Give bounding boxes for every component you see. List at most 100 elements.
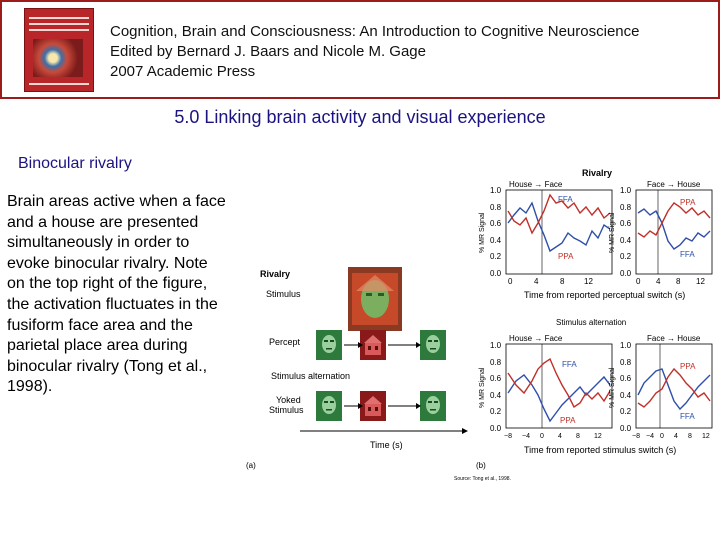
body-line: binocular rivalry (Tong et al.,	[7, 357, 208, 375]
legend-face-house: Face → House	[647, 180, 701, 189]
slide-title: 5.0 Linking brain activity and visual ex…	[174, 107, 546, 127]
y-tick: 1.0	[620, 186, 632, 195]
x-tick: 4	[656, 277, 661, 286]
y-tick: 0.0	[620, 269, 632, 278]
label-ppa: PPA	[680, 362, 696, 371]
panel-b-bottom-title: Stimulus alternation	[556, 318, 626, 327]
header-editors: Edited by Bernard J. Baars and Nicole M.…	[110, 43, 426, 60]
y-axis-label: % MR Signal	[609, 212, 616, 253]
body-line: Brain areas active when a face	[7, 193, 226, 210]
rivalry-figure: Rivalry Stimulus Percept Stimulus altern…	[246, 168, 713, 482]
label-ffa: FFA	[558, 195, 573, 204]
figure-source: Source: Tong et al., 1998.	[454, 476, 511, 482]
panel-b-label: (b)	[476, 461, 486, 470]
x-tick: 8	[676, 277, 681, 286]
y-tick: 0.2	[620, 407, 632, 416]
header-citation: Cognition, Brain and Consciousness: An I…	[110, 22, 639, 82]
legend-face-house: Face → House	[647, 334, 701, 343]
y-axis-label: % MR Signal	[609, 367, 616, 408]
plot-bottom-left: 1.0 0.8 0.6 0.4 0.2 0.0 % MR Signal Hous…	[479, 334, 613, 440]
plot-top-right: 1.0 0.8 0.6 0.4 0.2 0.0 % MR Signal Face…	[609, 180, 713, 286]
series-ffa-line	[637, 368, 711, 411]
percept-face-image	[420, 330, 446, 360]
label-ppa: PPA	[560, 416, 576, 425]
y-tick: 0.0	[620, 424, 632, 433]
body-line: 1998).	[7, 378, 53, 396]
series-ffa-line	[637, 208, 711, 250]
yoked-face-image	[420, 391, 446, 421]
y-axis-label: % MR Signal	[479, 367, 486, 408]
time-axis-label: Time (s)	[370, 440, 403, 450]
book-cover-image	[24, 8, 94, 92]
x-tick: 4	[534, 277, 539, 286]
fused-stimulus-image	[348, 267, 402, 331]
series-ppa-line	[507, 193, 611, 235]
header-publisher: 2007 Academic Press	[110, 63, 256, 80]
y-tick: 0.6	[620, 374, 632, 383]
x-tick: 8	[688, 433, 692, 440]
body-line: on the top right of the figure,	[7, 275, 208, 293]
x-tick: 12	[702, 433, 710, 440]
y-tick: 0.4	[490, 391, 502, 400]
body-paragraph: Brain areas active when a face and a hou…	[7, 192, 253, 398]
row-label-stimulus: Stimulus	[266, 289, 301, 299]
label-ffa: FFA	[562, 360, 577, 369]
x-tick: 0	[540, 433, 544, 440]
panel-a-label: (a)	[246, 461, 256, 470]
body-line: evoke binocular rivalry. Note	[7, 254, 208, 272]
x-tick: −4	[522, 433, 530, 440]
header-banner: Cognition, Brain and Consciousness: An I…	[0, 0, 720, 99]
y-tick: 0.4	[490, 236, 502, 245]
y-tick: 1.0	[620, 341, 632, 350]
legend-house-face: House → Face	[509, 180, 563, 189]
x-tick: −8	[504, 433, 512, 440]
body-line: parietal place area during	[7, 337, 188, 355]
yoked-house-image	[360, 391, 386, 421]
label-ffa: FFA	[680, 250, 695, 259]
x-tick: 4	[558, 433, 562, 440]
panel-a-title: Rivalry	[260, 269, 290, 279]
y-tick: 0.2	[620, 252, 632, 261]
slide-subtitle: Binocular rivalry	[18, 155, 132, 172]
y-axis-label: % MR Signal	[479, 212, 486, 253]
y-tick: 0.8	[620, 358, 632, 367]
x-tick: 0	[508, 277, 513, 286]
panel-b: Rivalry 1.0 0.8 0.6 0.4 0.2 0.0 % MR Sig…	[454, 168, 713, 482]
y-tick: 0.0	[490, 269, 502, 278]
x-tick: 8	[560, 277, 565, 286]
y-tick: 1.0	[490, 186, 502, 195]
plot-top-left: 1.0 0.8 0.6 0.4 0.2 0.0 % MR Signal Hous…	[479, 180, 613, 286]
panel-a: Rivalry Stimulus Percept Stimulus altern…	[246, 267, 468, 470]
y-tick: 0.4	[620, 236, 632, 245]
x-tick: 8	[576, 433, 580, 440]
x-axis-label-top: Time from reported perceptual switch (s)	[524, 290, 685, 300]
panel-b-top-title: Rivalry	[582, 168, 612, 178]
x-tick: −8	[632, 433, 640, 440]
x-tick: 0	[636, 277, 641, 286]
percept-face-image	[316, 330, 342, 360]
series-ffa-line	[507, 201, 611, 253]
row-label-stimulus-alternation: Stimulus alternation	[271, 371, 350, 381]
percept-house-image	[360, 330, 386, 360]
y-tick: 0.2	[490, 407, 502, 416]
header-book-title: Cognition, Brain and Consciousness: An I…	[110, 23, 640, 40]
legend-house-face: House → Face	[509, 334, 563, 343]
label-ppa: PPA	[558, 252, 574, 261]
x-tick: 4	[674, 433, 678, 440]
y-tick: 0.8	[490, 358, 502, 367]
x-tick: −4	[646, 433, 654, 440]
body-line: fusiform face area and the	[7, 316, 193, 334]
y-tick: 0.6	[490, 219, 502, 228]
body-line: and a house are presented	[7, 213, 199, 231]
series-ppa-line	[637, 367, 711, 408]
x-tick: 12	[584, 277, 593, 286]
label-ppa: PPA	[680, 198, 696, 207]
x-tick: 12	[594, 433, 602, 440]
series-ppa-line	[637, 202, 711, 238]
label-ffa: FFA	[680, 412, 695, 421]
plot-bottom-right: 1.0 0.8 0.6 0.4 0.2 0.0 % MR Signal Face…	[609, 334, 713, 440]
x-tick: 0	[660, 433, 664, 440]
y-tick: 1.0	[490, 341, 502, 350]
body-line: simultaneously in order to	[7, 234, 190, 252]
